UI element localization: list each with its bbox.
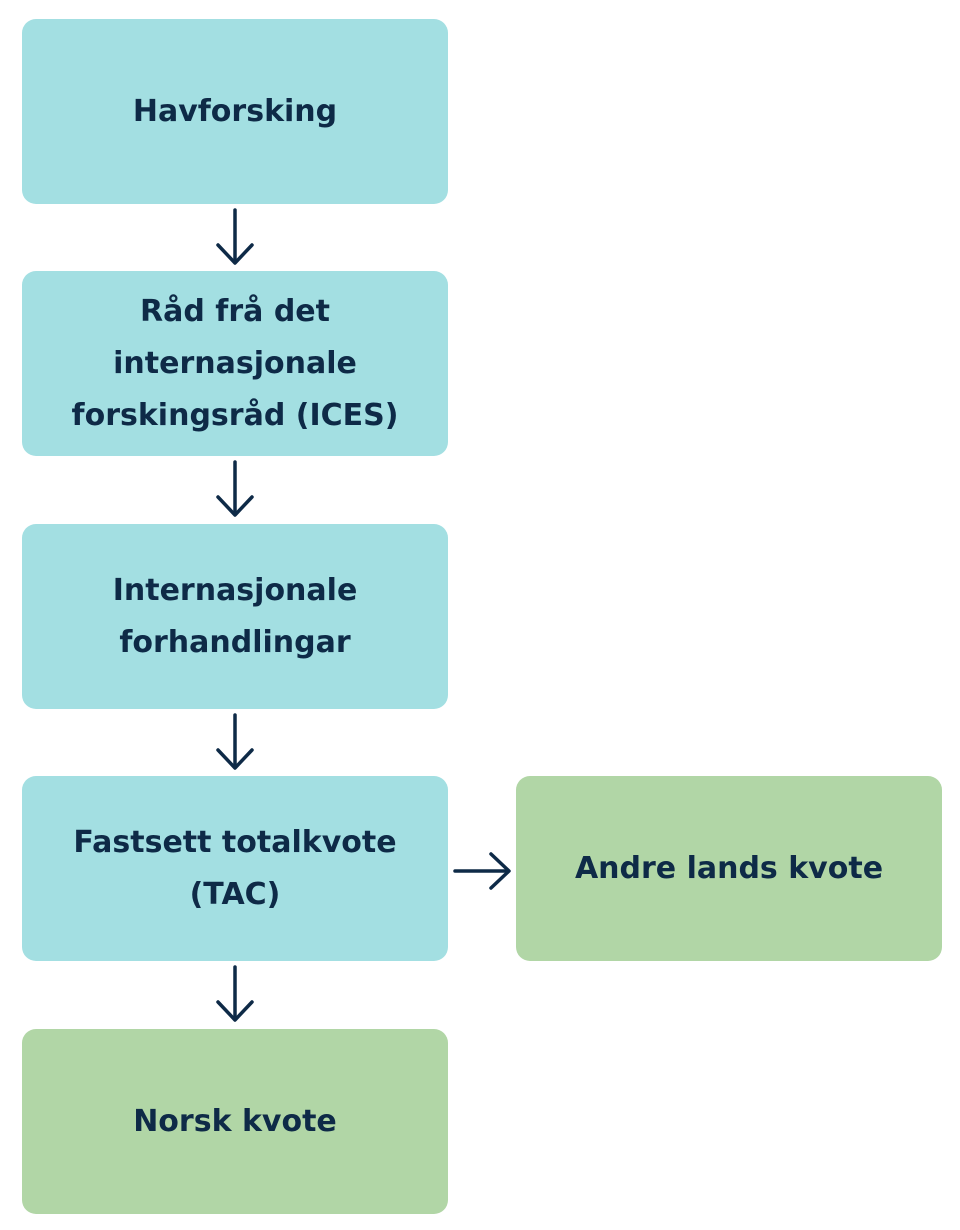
step-label: Norsk kvote bbox=[133, 1103, 337, 1139]
step-international-negotiations: Internasjonale forhandlingar bbox=[22, 524, 448, 709]
step-ices-advice: Råd frå det internasjonale forskingsråd … bbox=[22, 271, 448, 456]
arrow-down-icon bbox=[210, 460, 260, 520]
arrow-right-icon bbox=[452, 846, 514, 896]
step-label: Andre lands kvote bbox=[574, 850, 884, 886]
step-norwegian-quota: Norsk kvote bbox=[22, 1029, 448, 1214]
step-total-quota: Fastsett totalkvote (TAC) bbox=[22, 776, 448, 961]
step-label: Havforsking bbox=[132, 93, 338, 129]
arrow-down-icon bbox=[210, 965, 260, 1025]
step-label: Internasjonale forhandlingar bbox=[112, 572, 358, 660]
step-havforsking: Havforsking bbox=[22, 19, 448, 204]
step-other-countries-quota: Andre lands kvote bbox=[516, 776, 942, 961]
step-label: Fastsett totalkvote (TAC) bbox=[73, 824, 397, 912]
step-label: Råd frå det internasjonale forskingsråd … bbox=[71, 293, 399, 433]
arrow-down-icon bbox=[210, 208, 260, 268]
arrow-down-icon bbox=[210, 713, 260, 773]
